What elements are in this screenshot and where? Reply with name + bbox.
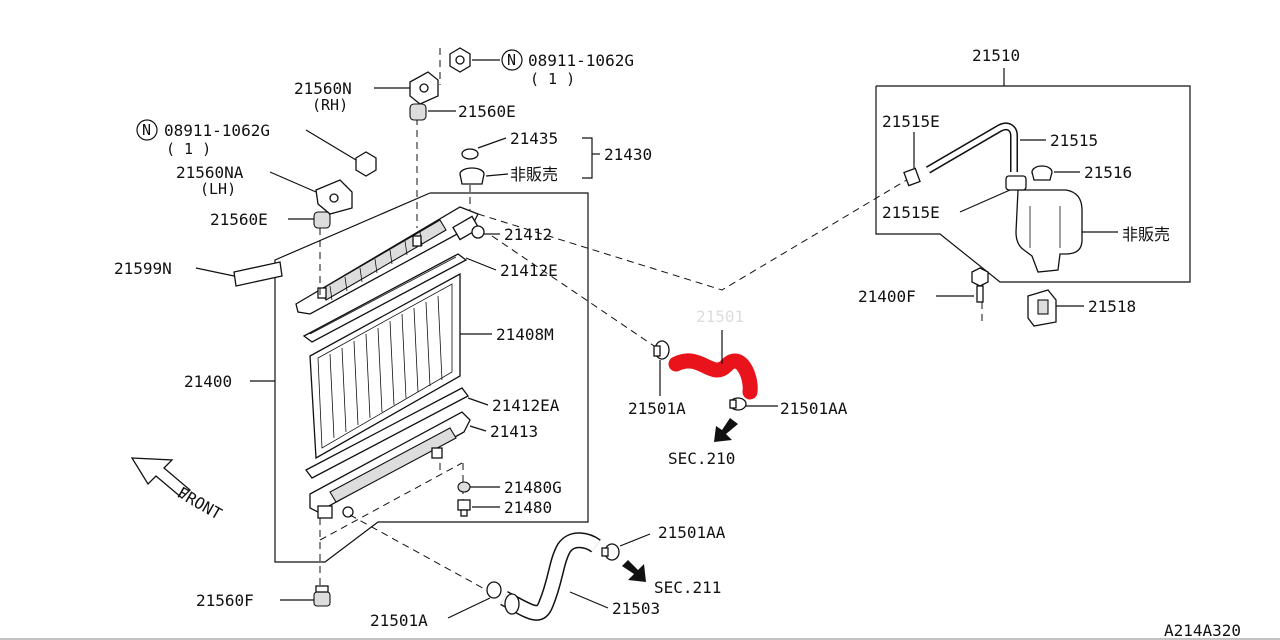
reservoir-tank: [1005, 175, 1083, 273]
clamp-21501AA-upper-label: 21501AA: [780, 399, 848, 418]
assembly-21510-label: 21510: [972, 46, 1020, 65]
cap-21516: [1031, 165, 1053, 181]
clamp-21501A-upper-label: 21501A: [628, 399, 686, 418]
n-letter-left: N: [142, 121, 151, 139]
drain-21480G-label: 21480G: [504, 478, 562, 497]
lower-seal: [305, 387, 469, 479]
n-circle-left: [136, 119, 158, 141]
mount-21560F-label: 21560F: [196, 591, 254, 610]
bolt-21400F: [971, 267, 989, 303]
mount-21560N: [409, 71, 439, 105]
mount-21560E-left-label: 21560E: [210, 210, 268, 229]
bracket-21518-label: 21518: [1088, 297, 1136, 316]
tank-21413-label: 21413: [490, 422, 538, 441]
upper-tank: [295, 206, 479, 315]
radiator-group-outline: [274, 192, 589, 563]
radiator-core: [309, 272, 461, 460]
clamp-21501A-upper: [653, 340, 670, 360]
sec211-arrow-icon: [622, 560, 646, 582]
clamp-21501AA-lower: [601, 543, 620, 561]
nut-qty-top: ( 1 ): [530, 70, 575, 88]
drain-21480-label: 21480: [504, 498, 552, 517]
seal-21412E-label: 21412E: [500, 261, 558, 280]
bracket-21518: [1027, 289, 1057, 327]
sec-211-label: SEC.211: [654, 578, 721, 597]
clamp-21501A-lower: [486, 581, 502, 599]
nut-code-top: 08911-1062G: [528, 51, 634, 70]
filler-pipe: [452, 215, 485, 241]
cap-21516-label: 21516: [1084, 163, 1132, 182]
bolt-21400F-label: 21400F: [858, 287, 916, 306]
hose-21515-label: 21515: [1050, 131, 1098, 150]
mount-lh-label: (LH): [200, 180, 236, 198]
drain-21480: [457, 499, 471, 517]
front-arrow-icon: [130, 457, 191, 499]
cap-21435-label: 21435: [510, 129, 558, 148]
mount-rh-label: (RH): [312, 96, 348, 114]
core-21408M-label: 21408M: [496, 325, 554, 344]
mount-21560E-top-label: 21560E: [458, 102, 516, 121]
nut-code-left: 08911-1062G: [164, 121, 270, 140]
nut-top: [449, 47, 471, 73]
sec210-arrow-icon: [714, 418, 738, 442]
mount-21560F: [313, 585, 331, 607]
rubber-21560E-left: [313, 211, 331, 229]
cap-21430: [459, 167, 485, 185]
cap-21430-label: 21430: [604, 145, 652, 164]
seal-21412EA-label: 21412EA: [492, 396, 560, 415]
upper-seal: [302, 253, 468, 343]
pipe-21412-label: 21412: [504, 225, 552, 244]
nut-left: [355, 151, 377, 177]
diagram-code: A214A320: [1164, 621, 1241, 640]
clamp-21501AA-upper: [729, 397, 747, 411]
mount-21560N-label: 21560N: [294, 79, 352, 98]
radiator-21400-label: 21400: [184, 372, 232, 391]
upper-hose-21501-label: 21501: [696, 307, 744, 326]
nut-qty-left: ( 1 ): [166, 140, 211, 158]
front-label: FRONT: [174, 483, 226, 524]
n-circle-top: [501, 49, 523, 71]
clip-21515E-top: [903, 167, 921, 187]
mount-21560NA-label: 21560NA: [176, 163, 244, 182]
upper-hose-21501: [668, 353, 758, 400]
label-21599N: 21599N: [114, 259, 172, 278]
not-for-sale-2: 非販売: [1122, 225, 1170, 244]
rubber-21560E-top: [409, 103, 427, 121]
drain-21480G: [457, 481, 471, 493]
not-for-sale-1: 非販売: [510, 165, 558, 184]
reservoir-group-outline: [875, 85, 1191, 283]
lower-hose-21503-label: 21503: [612, 599, 660, 618]
mount-21560NA: [315, 179, 353, 215]
clamp-21501AA-lower-label: 21501AA: [658, 523, 726, 542]
clip-21515E-bottom-label: 21515E: [882, 203, 940, 222]
sec-210-label: SEC.210: [668, 449, 735, 468]
clamp-21501A-lower-label: 21501A: [370, 611, 428, 630]
dashed-leaders: [319, 48, 983, 593]
clip-21515E-top-label: 21515E: [882, 112, 940, 131]
label-plate-21599N: [233, 261, 283, 287]
cap-21435: [461, 148, 479, 160]
n-letter-top: N: [507, 51, 516, 69]
lower-tank: [309, 411, 471, 519]
